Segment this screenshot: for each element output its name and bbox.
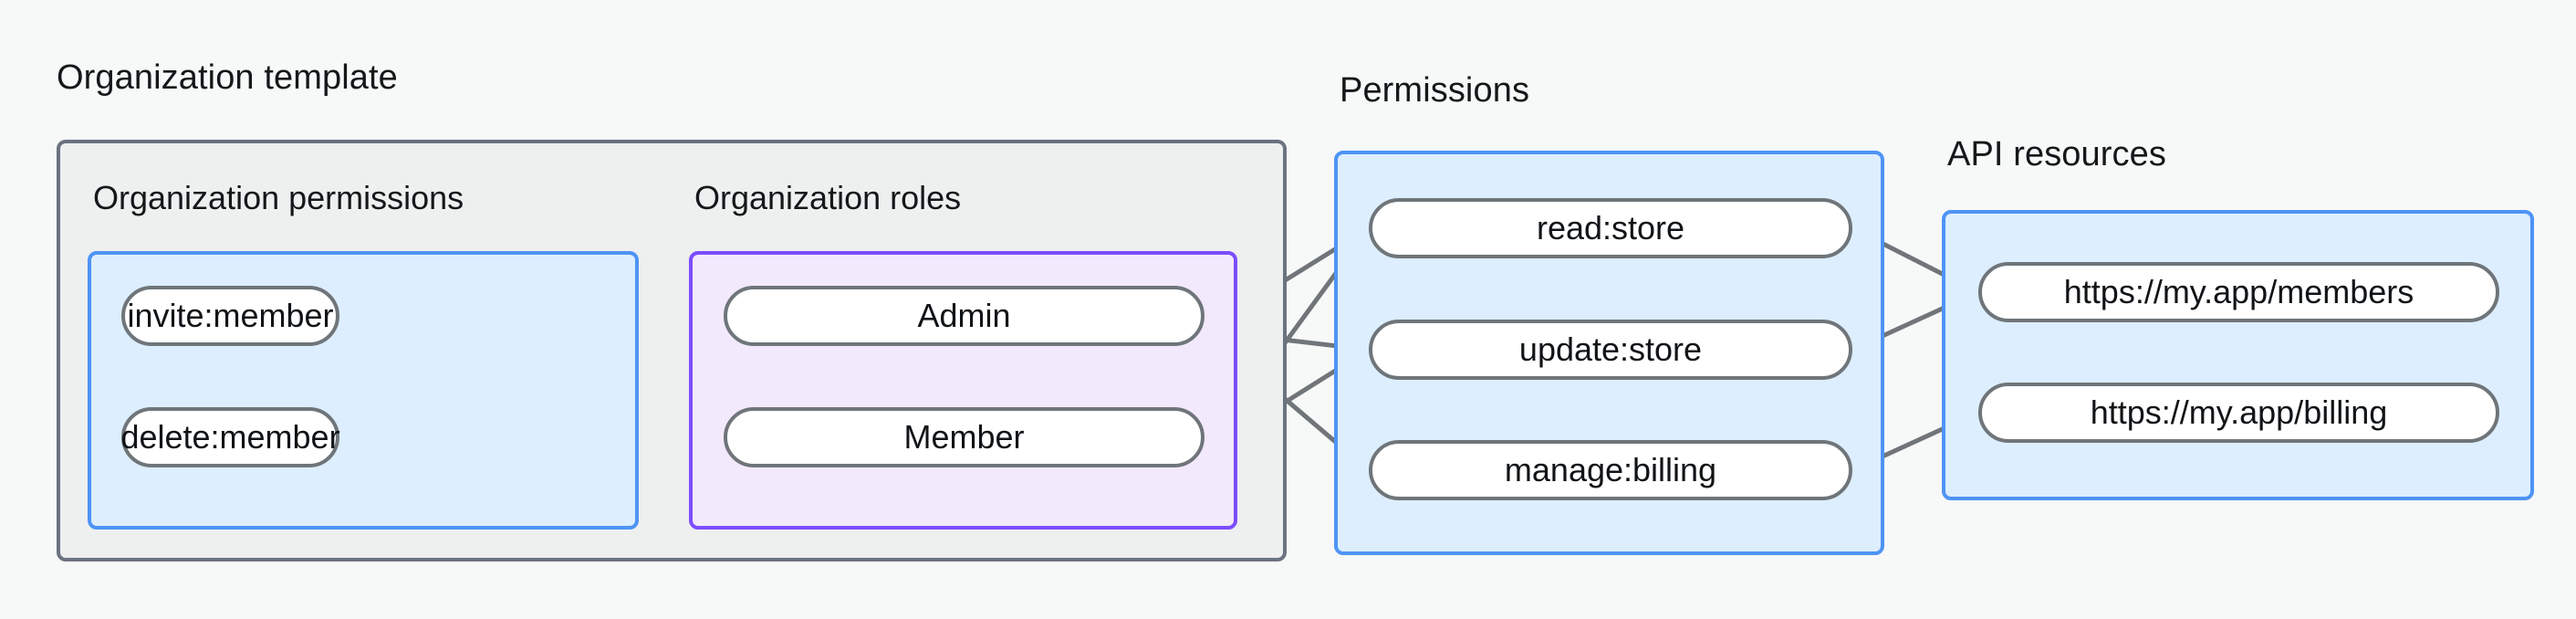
group-label-api-resources: API resources: [1947, 135, 2166, 173]
node-billing-resource-label: https://my.app/billing: [2090, 393, 2388, 431]
node-invite-member-label: invite:member: [127, 297, 334, 334]
node-member[interactable]: Member: [724, 407, 1205, 467]
subgroup-label-organization-permissions: Organization permissions: [93, 179, 464, 216]
node-billing-resource[interactable]: https://my.app/billing: [1978, 383, 2499, 443]
group-label-permissions: Permissions: [1340, 71, 1530, 110]
group-api-resources: [1942, 210, 2534, 500]
node-admin[interactable]: Admin: [724, 286, 1205, 346]
group-label-organization-template: Organization template: [57, 58, 398, 97]
node-read-store-label: read:store: [1536, 209, 1685, 247]
node-update-store-label: update:store: [1518, 330, 1703, 368]
node-member-label: Member: [903, 418, 1025, 456]
node-read-store[interactable]: read:store: [1369, 198, 1852, 258]
node-delete-member[interactable]: delete:member: [120, 407, 340, 467]
node-invite-member[interactable]: invite:member: [121, 286, 339, 346]
node-update-store[interactable]: update:store: [1369, 320, 1852, 380]
node-members-resource[interactable]: https://my.app/members: [1978, 262, 2499, 322]
node-delete-member-label: delete:member: [120, 418, 340, 456]
node-manage-billing-label: manage:billing: [1504, 451, 1717, 488]
node-manage-billing[interactable]: manage:billing: [1369, 440, 1852, 500]
node-members-resource-label: https://my.app/members: [2063, 273, 2414, 310]
subgroup-label-organization-roles: Organization roles: [694, 179, 962, 216]
node-admin-label: Admin: [917, 297, 1011, 334]
